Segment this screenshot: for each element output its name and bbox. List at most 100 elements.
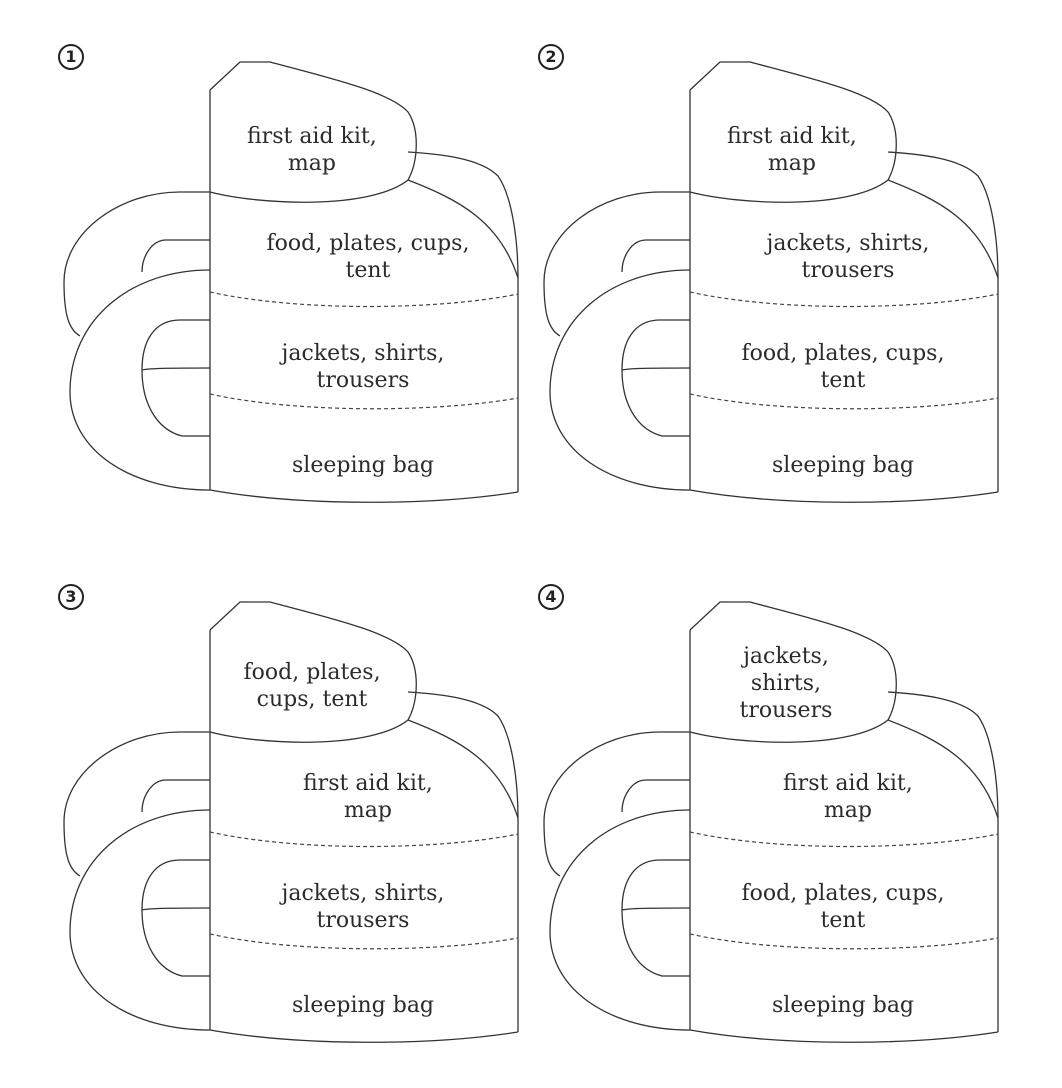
compartment-bottom-label: sleeping bag: [292, 452, 434, 479]
label-line: first aid kit,: [727, 124, 857, 149]
backpack-option-2: 2 first aid kit,map jackets, shirts,trouse…: [480, 0, 1000, 540]
divider-upper: [689, 831, 999, 848]
right-strap: [887, 691, 999, 819]
body-bottom: [209, 1029, 519, 1043]
strap-outer: [63, 731, 210, 877]
lid-bottom: [689, 179, 889, 203]
label-line: food, plates, cups,: [741, 341, 945, 366]
label-line: trousers: [801, 258, 895, 283]
label-line: map: [287, 151, 336, 176]
compartment-bottom-label: sleeping bag: [772, 992, 914, 1019]
label-line: trousers: [316, 368, 410, 393]
compartment-lid-label: food, plates,cups, tent: [244, 659, 381, 713]
strap-outer-2: [549, 269, 691, 491]
compartment-lid-label: jackets,shirts,trousers: [740, 643, 833, 724]
strap-inner-2: [621, 859, 690, 977]
label-line: jackets, shirts,: [281, 881, 445, 906]
divider-lower: [689, 933, 999, 950]
label-line: sleeping bag: [772, 992, 915, 1018]
body-bottom: [689, 489, 999, 503]
strap-outer-2: [549, 809, 691, 1031]
label-line: jackets,: [743, 643, 829, 669]
backpack-option-3: 3 food, plates,cups, tent first aid kit,ma…: [0, 540, 520, 1080]
right-strap-2: [887, 719, 999, 819]
option-marker-1: 1: [58, 44, 84, 70]
divider-upper: [689, 291, 999, 308]
right-strap-2: [887, 179, 999, 279]
backpack-drawing: [63, 601, 519, 1043]
divider-lower: [689, 393, 999, 410]
compartment-middle-label: food, plates, cups,tent: [742, 340, 945, 394]
backpack-drawing: [543, 61, 999, 503]
strap-middle-line: [141, 367, 211, 371]
compartment-upper-label: jackets, shirts,trousers: [767, 230, 930, 284]
strap-middle-line: [621, 907, 691, 911]
body-bottom: [209, 489, 519, 503]
label-line: jackets, shirts,: [281, 341, 445, 366]
strap-inner-2: [621, 319, 690, 437]
right-strap: [887, 151, 999, 279]
lid-bottom: [209, 179, 409, 203]
backpack-option-1: 1 first aid kit,map food, plates, cups,ten…: [0, 0, 520, 540]
compartment-bottom-label: sleeping bag: [772, 452, 914, 479]
label-line: tent: [820, 368, 866, 393]
label-line: map: [823, 798, 872, 823]
strap-inner-2: [141, 319, 210, 437]
label-line: food, plates, cups,: [266, 231, 470, 256]
label-line: cups, tent: [256, 687, 368, 712]
compartment-upper-label: first aid kit,map: [303, 770, 433, 824]
label-line: tent: [345, 258, 391, 283]
compartment-upper-label: food, plates, cups,tent: [267, 230, 470, 284]
strap-inner: [141, 779, 210, 813]
option-marker-3: 3: [58, 584, 84, 610]
strap-outer: [543, 731, 690, 877]
compartment-middle-label: jackets, shirts,trousers: [282, 340, 445, 394]
lid-bottom: [689, 719, 889, 743]
compartment-lid-label: first aid kit,map: [247, 123, 377, 177]
divider-upper: [209, 291, 519, 308]
label-line: shirts,: [750, 670, 822, 696]
compartment-upper-label: first aid kit,map: [783, 770, 913, 824]
divider-lower: [209, 933, 519, 950]
divider-lower: [209, 393, 519, 410]
strap-inner-2: [141, 859, 210, 977]
backpack-drawing: [543, 601, 999, 1043]
strap-outer: [63, 191, 210, 337]
backpack-drawing: [63, 61, 519, 503]
right-strap-2: [407, 719, 519, 819]
label-line: map: [767, 151, 816, 176]
strap-middle-line: [621, 367, 691, 371]
body-bottom: [689, 1029, 999, 1043]
compartment-bottom-label: sleeping bag: [292, 992, 434, 1019]
strap-inner: [621, 779, 690, 813]
label-line: food, plates, cups,: [741, 881, 945, 906]
label-line: map: [343, 798, 392, 823]
strap-inner: [141, 239, 210, 273]
label-line: sleeping bag: [292, 992, 435, 1018]
strap-outer: [543, 191, 690, 337]
right-strap-2: [407, 179, 519, 279]
label-line: sleeping bag: [292, 452, 435, 478]
lid-bottom: [209, 719, 409, 743]
compartment-middle-label: food, plates, cups,tent: [742, 880, 945, 934]
label-line: food, plates,: [243, 660, 381, 685]
label-line: trousers: [316, 908, 410, 933]
label-line: tent: [820, 908, 866, 933]
compartment-middle-label: jackets, shirts,trousers: [282, 880, 445, 934]
label-line: trousers: [739, 697, 833, 723]
label-line: first aid kit,: [247, 124, 377, 149]
label-line: first aid kit,: [783, 771, 913, 796]
option-marker-4: 4: [538, 584, 564, 610]
strap-middle-line: [141, 907, 211, 911]
right-strap: [407, 691, 519, 819]
right-strap: [407, 151, 519, 279]
compartment-lid-label: first aid kit,map: [727, 123, 857, 177]
label-line: jackets, shirts,: [766, 231, 930, 256]
option-marker-2: 2: [538, 44, 564, 70]
strap-inner: [621, 239, 690, 273]
label-line: first aid kit,: [303, 771, 433, 796]
strap-outer-2: [69, 809, 211, 1031]
divider-upper: [209, 831, 519, 848]
backpack-option-4: 4 jackets,shirts,trousers first aid kit,ma…: [480, 540, 1000, 1080]
